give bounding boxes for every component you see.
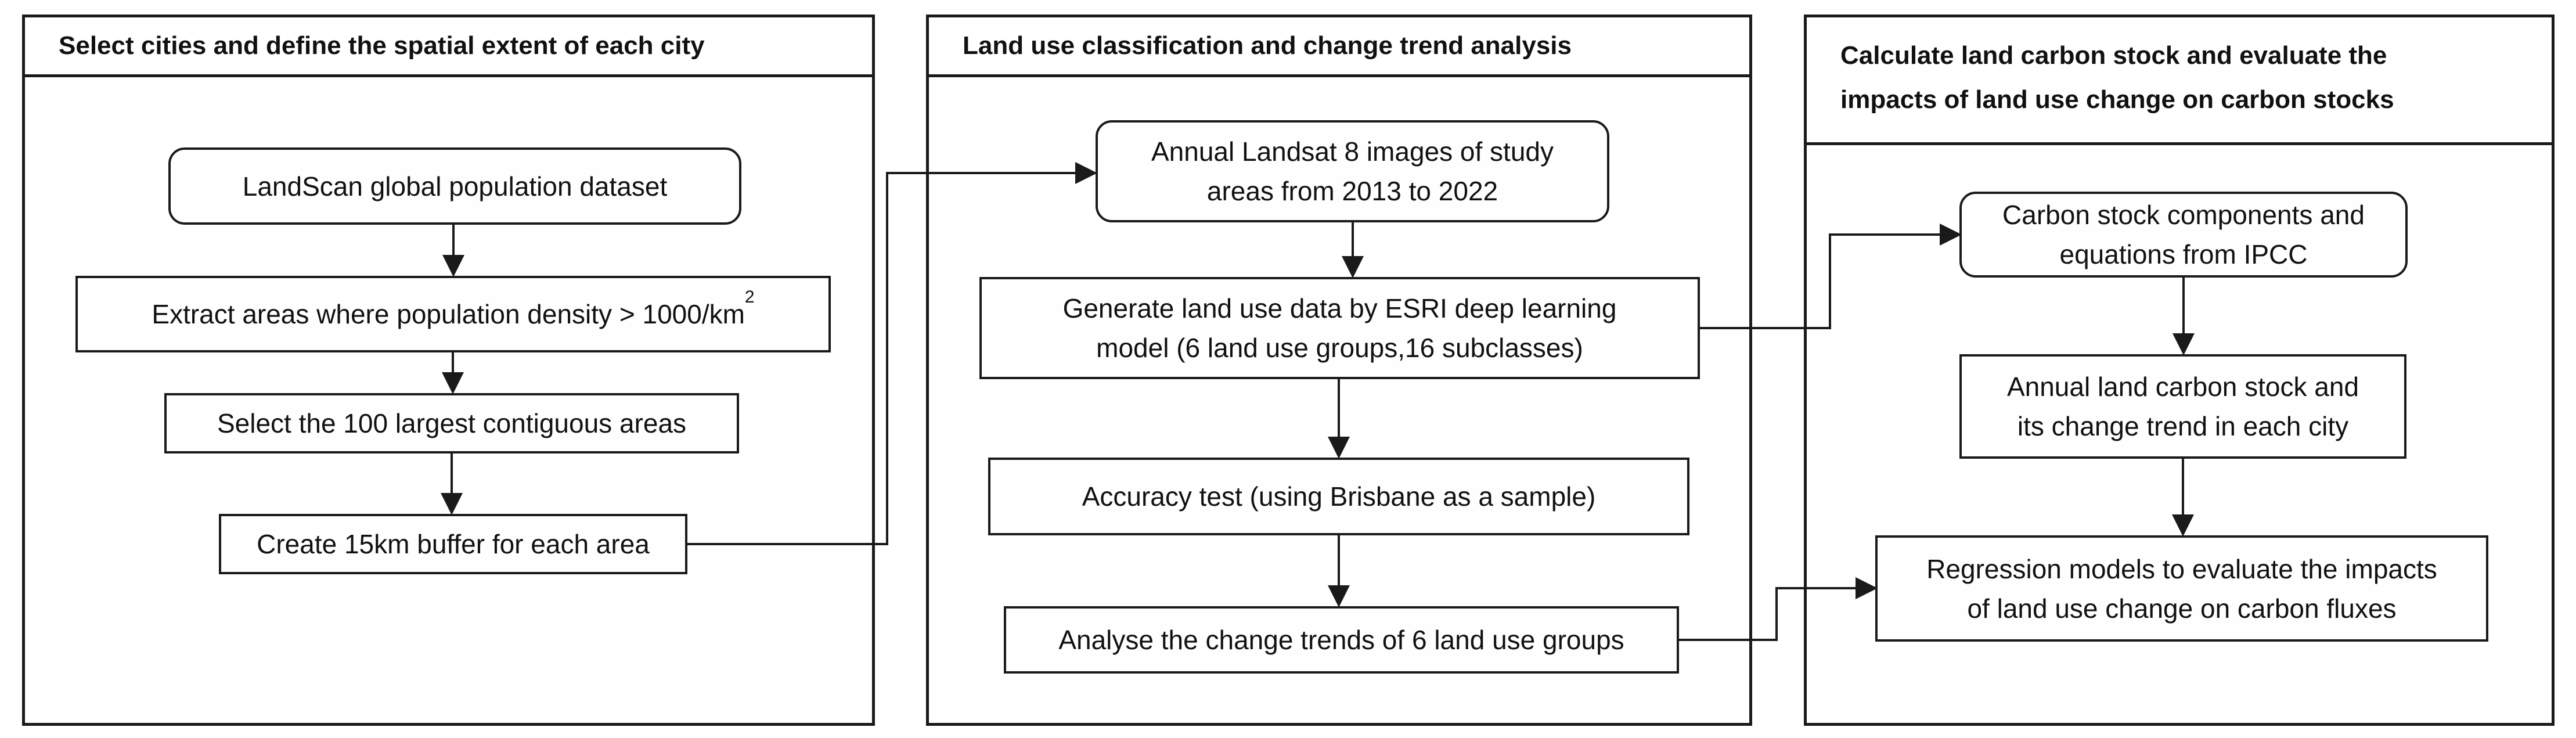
box-text: Analyse the change trends of 6 land use …	[1058, 625, 1624, 655]
connector-analyse-to-regression	[1775, 587, 1778, 641]
arrowhead-right-icon	[1940, 224, 1962, 246]
box-text-main: Extract areas where population density >…	[152, 299, 745, 329]
box-annual-carbon-stock: Annual land carbon stock and its change …	[1959, 354, 2406, 459]
panel-title: Select cities and define the spatial ext…	[59, 31, 705, 60]
panel-title-line: impacts of land use change on carbon sto…	[1840, 85, 2394, 114]
arrowhead-down-icon	[1328, 437, 1350, 459]
superscript-2: 2	[744, 287, 755, 307]
arrowhead-down-icon	[442, 372, 464, 394]
arrowhead-down-icon	[2172, 514, 2194, 537]
panel-land-use-classification-header: Land use classification and change trend…	[929, 17, 1749, 77]
arrowhead-down-icon	[441, 493, 463, 515]
panel-carbon-stock-evaluation-header: Calculate land carbon stock and evaluate…	[1807, 17, 2552, 145]
panel-title-line: Calculate land carbon stock and evaluate…	[1840, 41, 2387, 70]
box-regression-models: Regression models to evaluate the impact…	[1875, 535, 2488, 642]
panel-city-selection: Select cities and define the spatial ext…	[22, 15, 875, 726]
box-text-line: Carbon stock components and	[2002, 200, 2365, 230]
box-select-largest-areas: Select the 100 largest contiguous areas	[164, 393, 739, 453]
connector-generate-to-ipcc	[1829, 233, 1940, 236]
arrowhead-down-icon	[1342, 256, 1364, 278]
box-accuracy-test: Accuracy test (using Brisbane as a sampl…	[988, 458, 1689, 535]
box-text-line: areas from 2013 to 2022	[1206, 176, 1498, 206]
box-generate-land-use-data: Generate land use data by ESRI deep lear…	[979, 277, 1700, 379]
arrow-stock-to-regression	[2182, 459, 2184, 514]
arrow-accuracy-to-analyse	[1338, 535, 1340, 586]
box-text-line: its change trend in each city	[2017, 411, 2349, 441]
box-landsat-images: Annual Landsat 8 images of study areas f…	[1096, 120, 1609, 222]
box-text-line: of land use change on carbon fluxes	[1967, 593, 2397, 624]
box-text: Accuracy test (using Brisbane as a sampl…	[1082, 481, 1596, 512]
arrowhead-down-icon	[1328, 585, 1350, 607]
box-text-line: Annual land carbon stock and	[2006, 372, 2359, 402]
arrow-ipcc-to-stock	[2182, 278, 2185, 334]
panel-title: Land use classification and change trend…	[963, 31, 1572, 60]
arrow-landsat-to-generate	[1352, 222, 1354, 257]
connector-buffer-to-landsat	[886, 172, 1075, 174]
box-create-buffer: Create 15km buffer for each area	[219, 514, 687, 574]
panel-city-selection-header: Select cities and define the spatial ext…	[25, 17, 872, 77]
connector-analyse-to-regression	[1678, 639, 1778, 641]
arrowhead-down-icon	[2173, 333, 2195, 355]
box-text: Create 15km buffer for each area	[257, 529, 650, 559]
connector-generate-to-ipcc	[1698, 327, 1831, 329]
box-landscan-dataset: LandScan global population dataset	[168, 147, 741, 225]
box-text-line: model (6 land use groups,16 subclasses)	[1096, 333, 1583, 363]
box-text-line: Regression models to evaluate the impact…	[1926, 553, 2437, 584]
arrowhead-right-icon	[1856, 577, 1878, 599]
connector-analyse-to-regression	[1775, 587, 1856, 589]
box-text: LandScan global population dataset	[242, 171, 668, 201]
box-text-line: Annual Landsat 8 images of study	[1151, 136, 1554, 167]
connector-buffer-to-landsat	[685, 543, 888, 545]
box-ipcc-components: Carbon stock components and equations fr…	[1959, 192, 2408, 278]
arrow-extract-to-select	[452, 352, 454, 373]
box-analyse-change-trends: Analyse the change trends of 6 land use …	[1004, 606, 1679, 674]
arrow-generate-to-accuracy	[1338, 379, 1340, 438]
connector-generate-to-ipcc	[1829, 233, 1831, 329]
arrow-select-to-buffer	[451, 453, 453, 494]
connector-buffer-to-landsat	[886, 172, 888, 545]
arrowhead-down-icon	[442, 255, 464, 277]
box-text: Select the 100 largest contiguous areas	[217, 408, 687, 438]
box-extract-density-areas: Extract areas where population density >…	[75, 276, 831, 352]
box-text: Extract areas where population density >…	[152, 288, 754, 334]
arrow-landscan-to-extract	[452, 225, 455, 256]
box-text-line: equations from IPCC	[2059, 239, 2308, 269]
arrowhead-right-icon	[1075, 162, 1097, 184]
box-text-line: Generate land use data by ESRI deep lear…	[1062, 293, 1617, 323]
